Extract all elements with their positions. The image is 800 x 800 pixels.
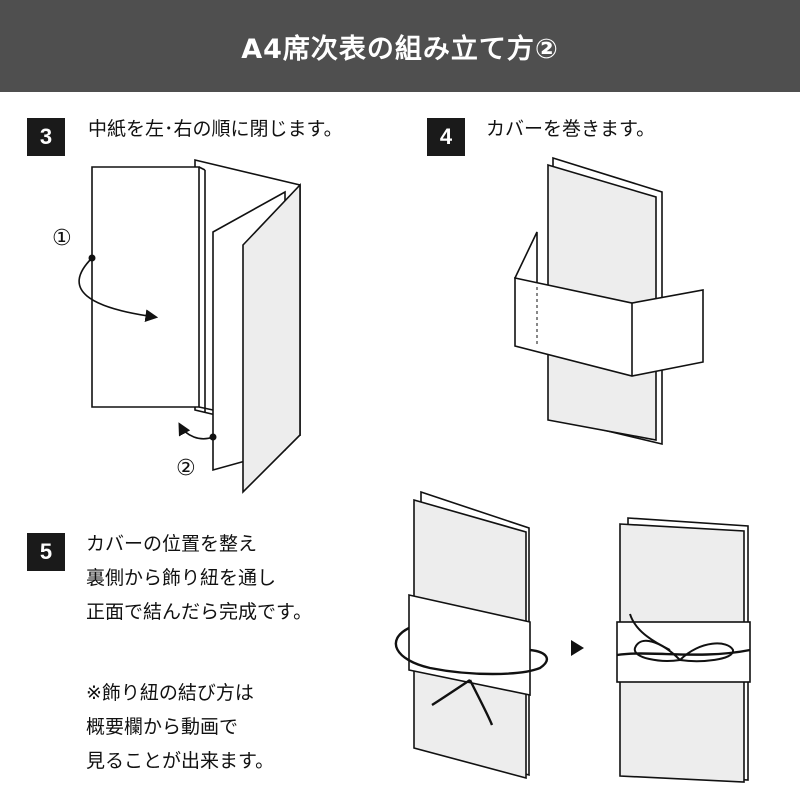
step-5-note-line-2: 概要欄から動画で <box>86 716 239 738</box>
page-title: A4席次表の組み立て方② <box>241 33 559 65</box>
marker-circle-1: ① <box>52 226 72 251</box>
triangle-right-icon <box>571 640 584 656</box>
step-5-after-illustration <box>616 517 751 783</box>
step-5-line-2: 裏側から飾り紐を通し <box>86 567 277 589</box>
step-5-note-line-1: ※飾り紐の結び方は <box>86 682 254 704</box>
step-4-text: カバーを巻きます。 <box>486 118 656 140</box>
step-5-note: ※飾り紐の結び方は 概要欄から動画で 見ることが出来ます。 <box>86 676 274 778</box>
step-5-line-1: カバーの位置を整え <box>86 533 258 555</box>
step-3-text: 中紙を左･右の順に閉じます。 <box>88 118 343 140</box>
step-5-badge: 5 <box>27 533 65 571</box>
step-5-note-line-3: 見ることが出来ます。 <box>86 750 275 772</box>
step-4-illustration <box>513 156 704 446</box>
marker-circle-2: ② <box>176 456 196 481</box>
page-header: A4席次表の組み立て方② <box>0 0 800 92</box>
step-3-badge: 3 <box>27 118 65 156</box>
step-5-before-illustration <box>394 490 549 780</box>
step-5-instructions: カバーの位置を整え 裏側から飾り紐を通し 正面で結んだら完成です。 <box>86 527 312 629</box>
step-5-line-3: 正面で結んだら完成です。 <box>86 601 313 623</box>
step-4-badge: 4 <box>427 118 465 156</box>
step-3-illustration <box>78 158 301 494</box>
